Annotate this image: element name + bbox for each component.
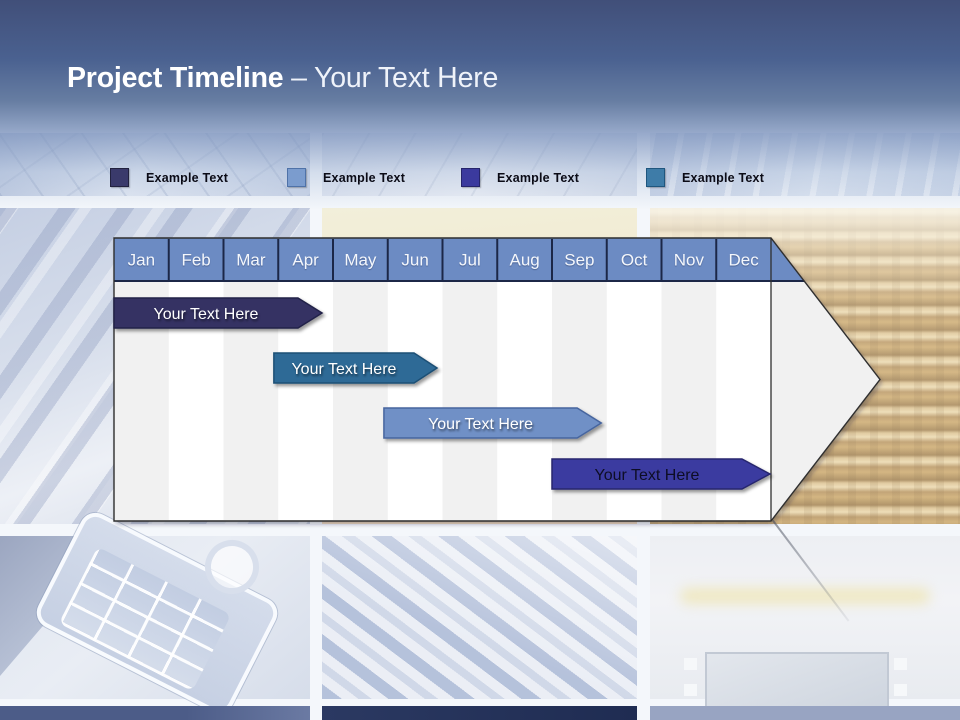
legend-item[interactable]: Example Text bbox=[110, 168, 228, 187]
legend-swatch bbox=[461, 168, 480, 187]
timeline-bar[interactable] bbox=[113, 297, 324, 329]
timeline-bar[interactable] bbox=[551, 458, 772, 490]
timeline-arrow-outline bbox=[113, 237, 881, 522]
timeline-bar[interactable] bbox=[383, 407, 603, 439]
photo-phone-keypad bbox=[0, 507, 310, 719]
legend-swatch bbox=[287, 168, 306, 187]
month-label: Jan bbox=[128, 251, 155, 270]
month-label: Apr bbox=[292, 251, 319, 270]
month-label: Nov bbox=[674, 251, 705, 270]
reflection-strip bbox=[322, 706, 637, 720]
legend-swatch bbox=[110, 168, 129, 187]
bar-label: Your Text Here bbox=[428, 416, 533, 433]
bar-label: Your Text Here bbox=[154, 306, 259, 323]
month-label: May bbox=[344, 251, 377, 270]
legend-label: Example Text bbox=[682, 170, 765, 185]
reflection-strip bbox=[650, 706, 960, 720]
legend-label: Example Text bbox=[146, 170, 229, 185]
legend-label: Example Text bbox=[323, 170, 406, 185]
legend-item[interactable]: Example Text bbox=[287, 168, 405, 187]
month-label: Jul bbox=[459, 251, 481, 270]
month-label: Dec bbox=[729, 251, 760, 270]
bar-label: Your Text Here bbox=[291, 361, 396, 378]
timeline-bar[interactable] bbox=[273, 352, 439, 384]
bar-label: Your Text Here bbox=[595, 467, 700, 484]
photo-atm bbox=[650, 536, 960, 720]
month-label: Aug bbox=[510, 251, 540, 270]
month-label: Feb bbox=[181, 251, 210, 270]
atm-light-shape bbox=[680, 588, 930, 604]
legend-item[interactable]: Example Text bbox=[461, 168, 579, 187]
month-column bbox=[497, 281, 552, 520]
month-label: Mar bbox=[236, 251, 266, 270]
photo-keyboard bbox=[322, 536, 637, 699]
legend-swatch bbox=[646, 168, 665, 187]
atm-buttons-shape bbox=[684, 658, 697, 720]
title-main: Project Timeline bbox=[67, 62, 284, 94]
legend-label: Example Text bbox=[497, 170, 580, 185]
month-label: Sep bbox=[564, 251, 594, 270]
month-column bbox=[387, 281, 443, 520]
reflection-strip bbox=[0, 706, 310, 720]
month-label: Oct bbox=[621, 251, 648, 270]
month-label: Jun bbox=[401, 251, 428, 270]
legend-item[interactable]: Example Text bbox=[646, 168, 764, 187]
title-placeholder: – Your Text Here bbox=[283, 62, 499, 94]
atm-screen-shape bbox=[705, 652, 889, 716]
atm-buttons-shape bbox=[894, 658, 907, 720]
slide-title[interactable]: Project Timeline – Your Text Here bbox=[67, 60, 498, 96]
